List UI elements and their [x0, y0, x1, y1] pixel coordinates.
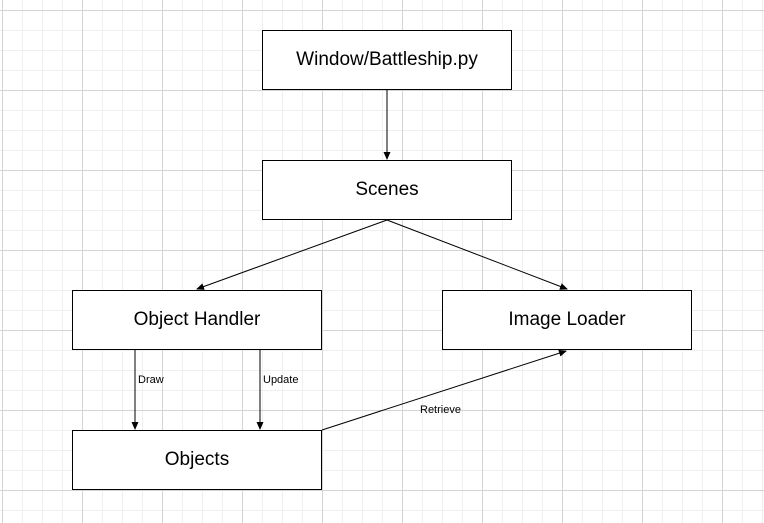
edge-retrieve [321, 349, 567, 431]
node-objects: Objects [72, 430, 322, 490]
node-window-label: Window/Battleship.py [296, 49, 478, 70]
edge-label-update: Update [263, 374, 299, 386]
edge-label-draw: Draw [138, 374, 164, 386]
node-image-loader: Image Loader [442, 290, 692, 350]
edge-label-retrieve: Retrieve [420, 404, 461, 416]
node-image-loader-label: Image Loader [508, 309, 626, 330]
edge-scenes-to-object-handler [196, 219, 388, 290]
node-object-handler: Object Handler [72, 290, 322, 350]
node-objects-label: Objects [164, 449, 230, 470]
node-object-handler-label: Object Handler [133, 309, 261, 330]
node-scenes-label: Scenes [355, 179, 419, 200]
edge-scenes-to-image-loader [386, 219, 568, 290]
node-scenes: Scenes [262, 160, 512, 220]
node-window-battleship: Window/Battleship.py [262, 30, 512, 90]
